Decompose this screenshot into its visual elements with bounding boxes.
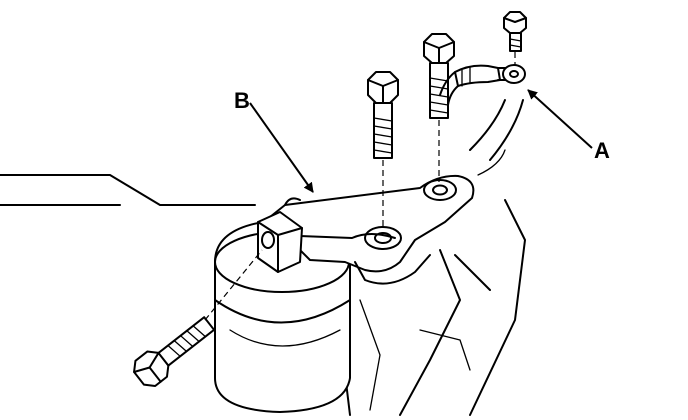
mount-block [257, 211, 303, 273]
bolt-small [503, 11, 527, 68]
bolt-left [367, 71, 399, 228]
callout-a-leader [527, 89, 593, 149]
callout-a-label: A [594, 138, 610, 163]
callout-b-leader [249, 102, 314, 193]
ground-cable [439, 64, 526, 106]
bolt-middle [423, 33, 455, 182]
bolt-lower-left [133, 249, 263, 387]
hose [469, 99, 524, 176]
bracket-b [259, 174, 475, 285]
callout-b-label: B [234, 88, 250, 113]
